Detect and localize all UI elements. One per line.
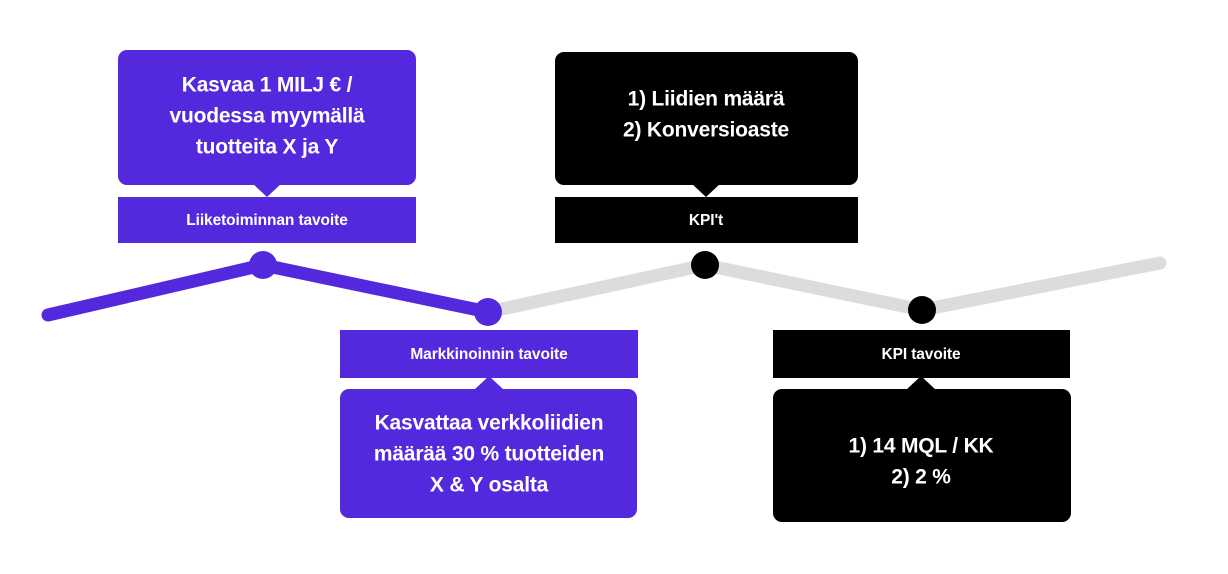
business-detail-box[interactable] bbox=[118, 50, 416, 185]
kpi-target-label-bar[interactable] bbox=[773, 330, 1070, 378]
branch-kpi-target[interactable]: KPI tavoite 1) 14 MQL / KK 2) 2 % bbox=[773, 330, 1071, 522]
node-business[interactable] bbox=[249, 251, 277, 279]
marketing-detail-box[interactable] bbox=[340, 389, 637, 518]
kpi-label-bar[interactable] bbox=[555, 197, 858, 243]
business-label-text: Liiketoiminnan tavoite bbox=[186, 212, 348, 229]
kpi-label-text: KPI't bbox=[689, 212, 723, 229]
node-kpi-target[interactable] bbox=[908, 296, 936, 324]
business-label-bar[interactable] bbox=[118, 197, 416, 243]
marketing-detail-pointer bbox=[474, 376, 504, 390]
kpi-target-detail-box[interactable] bbox=[773, 389, 1071, 522]
business-detail-line-2: vuodessa myymällä bbox=[169, 105, 365, 128]
business-detail-pointer bbox=[252, 183, 282, 197]
node-kpi[interactable] bbox=[691, 251, 719, 279]
business-detail-line-1: Kasvaa 1 MILJ € / bbox=[182, 74, 353, 97]
kpi-target-detail-line-1: 1) 14 MQL / KK bbox=[848, 435, 993, 458]
kpi-detail-line-1: 1) Liidien määrä bbox=[628, 88, 785, 111]
marketing-detail-line-3: X & Y osalta bbox=[430, 474, 549, 497]
marketing-detail-line-1: Kasvattaa verkkoliidien bbox=[375, 412, 604, 435]
kpi-detail-pointer bbox=[691, 183, 721, 197]
timeline-gray-segment bbox=[481, 256, 1167, 319]
kpi-target-detail-pointer bbox=[906, 376, 936, 390]
branch-marketing[interactable]: Markkinoinnin tavoite Kasvattaa verkkoli… bbox=[340, 330, 638, 518]
branch-business[interactable]: Kasvaa 1 MILJ € / vuodessa myymällä tuot… bbox=[118, 50, 416, 243]
kpi-target-detail-line-2: 2) 2 % bbox=[891, 466, 951, 489]
kpi-target-label-text: KPI tavoite bbox=[881, 346, 960, 363]
kpi-detail-box[interactable] bbox=[555, 52, 858, 185]
marketing-label-bar[interactable] bbox=[340, 330, 638, 378]
branch-kpi[interactable]: 1) Liidien määrä 2) Konversioaste KPI't bbox=[555, 52, 858, 243]
marketing-detail-line-2: määrää 30 % tuotteiden bbox=[374, 443, 604, 466]
node-marketing[interactable] bbox=[474, 298, 502, 326]
marketing-label-text: Markkinoinnin tavoite bbox=[410, 346, 568, 363]
kpi-detail-line-2: 2) Konversioaste bbox=[623, 119, 789, 142]
business-detail-line-3: tuotteita X ja Y bbox=[196, 136, 338, 159]
